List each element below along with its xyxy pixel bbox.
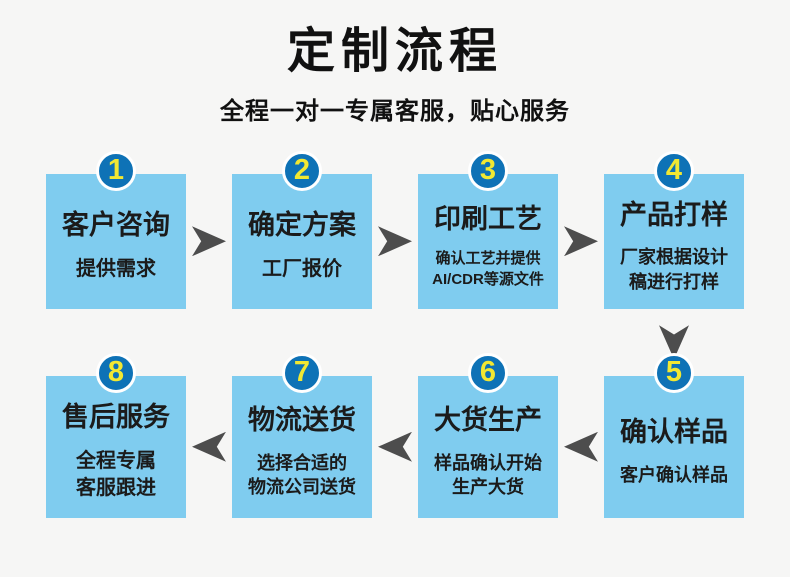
flow-mid-connector (46, 309, 744, 376)
step-desc: 工厂报价 (262, 258, 342, 281)
step-number-badge: 1 (96, 150, 136, 191)
connector (186, 376, 232, 518)
flow-row-2: 8 售后服务 全程专属 客服跟进 7 物流送货 选择合适的 物流公司送货 6 大… (46, 352, 744, 518)
step-card-8: 8 售后服务 全程专属 客服跟进 (46, 352, 186, 518)
process-flow: 1 客户咨询 提供需求 2 确定方案 工厂报价 3 印刷工艺 确认工艺并提供 A… (46, 150, 744, 518)
arrow-left-icon (564, 431, 598, 462)
step-card-5: 5 确认样品 客户确认样品 (604, 352, 744, 518)
connector (186, 174, 232, 309)
arrow-left-icon (192, 431, 226, 462)
step-card-6: 6 大货生产 样品确认开始 生产大货 (418, 352, 558, 518)
step-number-badge: 4 (654, 150, 694, 191)
step-title: 客户咨询 (62, 210, 170, 241)
connector (558, 174, 604, 309)
arrow-right-icon (192, 226, 226, 257)
step-desc: 客户确认样品 (620, 464, 728, 485)
step-number-badge: 7 (282, 352, 322, 393)
step-desc: 厂家根据设计 稿进行打样 (620, 247, 728, 292)
header: 定制流程 全程一对一专属客服，贴心服务 (0, 0, 790, 126)
step-title: 产品打样 (620, 199, 728, 230)
step-card-1: 1 客户咨询 提供需求 (46, 150, 186, 309)
step-number-badge: 8 (96, 352, 136, 393)
step-number-badge: 5 (654, 352, 694, 393)
step-title: 大货生产 (434, 405, 542, 436)
page-subtitle: 全程一对一专属客服，贴心服务 (220, 97, 570, 125)
arrow-left-icon (378, 431, 412, 462)
step-desc: 选择合适的 物流公司送货 (248, 452, 356, 498)
step-number-badge: 3 (468, 150, 508, 191)
step-title: 印刷工艺 (434, 203, 542, 234)
step-title: 确认样品 (620, 417, 728, 448)
step-card-4: 4 产品打样 厂家根据设计 稿进行打样 (604, 150, 744, 309)
step-desc: 全程专属 客服跟进 (76, 450, 156, 500)
arrow-right-icon (378, 226, 412, 257)
step-card-2: 2 确定方案 工厂报价 (232, 150, 372, 309)
connector (372, 376, 418, 518)
connector (372, 174, 418, 309)
connector (558, 376, 604, 518)
step-desc: 提供需求 (76, 258, 156, 281)
step-title: 售后服务 (62, 402, 170, 433)
arrow-right-icon (564, 226, 598, 257)
step-number-badge: 2 (282, 150, 322, 191)
step-title: 确定方案 (248, 210, 356, 241)
flow-row-1: 1 客户咨询 提供需求 2 确定方案 工厂报价 3 印刷工艺 确认工艺并提供 A… (46, 150, 744, 309)
step-card-7: 7 物流送货 选择合适的 物流公司送货 (232, 352, 372, 518)
step-number-badge: 6 (468, 352, 508, 393)
step-title: 物流送货 (248, 405, 356, 436)
step-card-3: 3 印刷工艺 确认工艺并提供 AI/CDR等源文件 (418, 150, 558, 309)
page-title: 定制流程 (286, 25, 503, 78)
step-desc: 样品确认开始 生产大货 (434, 452, 542, 498)
step-desc: 确认工艺并提供 AI/CDR等源文件 (432, 250, 544, 288)
